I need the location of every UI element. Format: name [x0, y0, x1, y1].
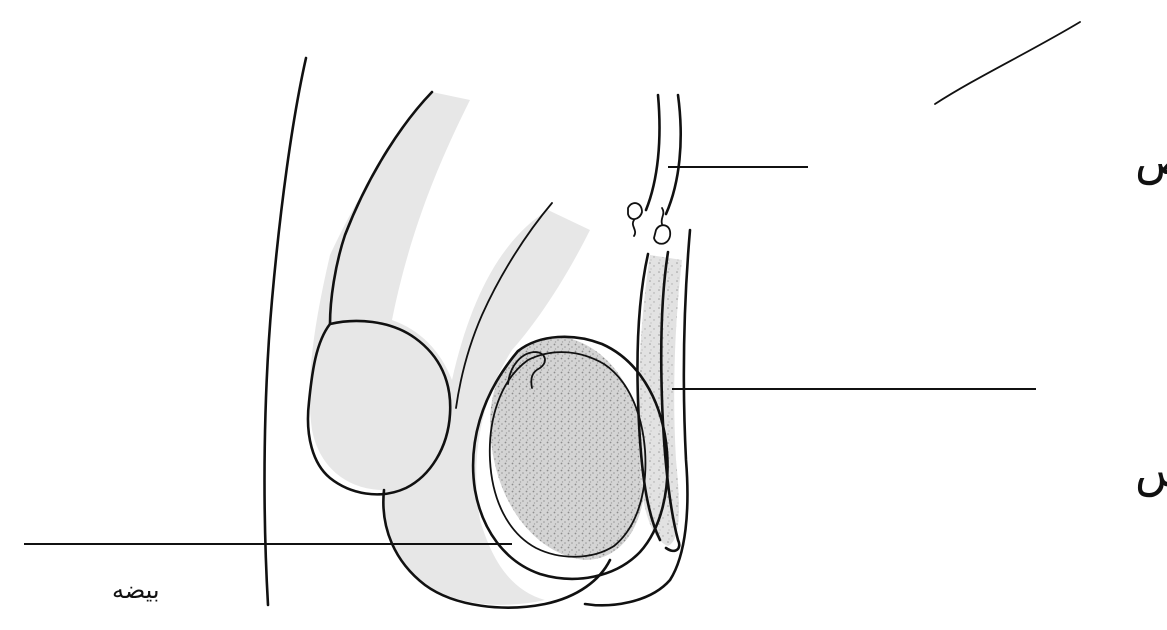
- label-vas-middle: واز دمزانس: [1135, 443, 1167, 498]
- testis-shading: [490, 337, 646, 560]
- cord-shading: [638, 255, 682, 546]
- thigh-outline: [265, 58, 306, 605]
- label-testis: بيضه: [112, 576, 160, 604]
- vas-deferens-right-upper: [666, 95, 681, 214]
- shaded-regions: [310, 92, 682, 605]
- ligation-knot-top: [628, 203, 642, 219]
- ligation-knot-top-strand: [633, 220, 635, 236]
- ligation-knot-bottom: [654, 225, 670, 244]
- label-stroke-top: [935, 22, 1080, 104]
- ligation-knot-bottom-strand: [662, 208, 664, 224]
- vas-deferens-left-upper: [646, 95, 660, 210]
- label-vas-top: واز لغوص: [1135, 131, 1167, 186]
